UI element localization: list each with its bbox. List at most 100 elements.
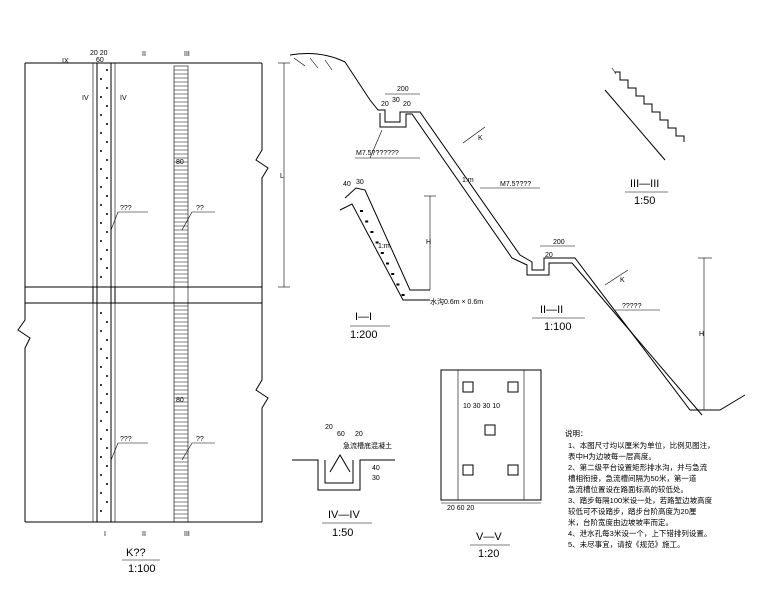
chute-dot: [100, 348, 102, 350]
sec1-title: I—I: [355, 311, 372, 323]
chute-dot: [106, 375, 108, 377]
chute-dot: [106, 105, 108, 107]
sec1-water: 水沟0.6m × 0.6m: [430, 297, 483, 306]
chute-dot: [106, 429, 108, 431]
sec4-dim-30: 30: [372, 475, 380, 482]
weep-hole: [375, 241, 379, 244]
chute-dot: [100, 438, 102, 440]
note-line-7: 较低可不设踏步，踏步台阶高度为20厘: [568, 506, 697, 516]
weep-hole: [380, 252, 384, 254]
plan-sec-ii-bottom: II: [142, 531, 146, 538]
plan-dim-top: 20 20: [90, 50, 108, 57]
chute-dot: [106, 267, 108, 269]
plan-dim-top2: 60: [96, 57, 104, 64]
plan-sec-iv-right: IV: [120, 95, 127, 102]
weep-hole: [365, 220, 369, 223]
chute-dot: [100, 312, 102, 314]
weep-hole: [391, 273, 395, 275]
chute-dot: [106, 501, 108, 503]
plan-mark-ix: IX: [62, 58, 69, 65]
plan-scale: 1:100: [128, 563, 156, 575]
sec2-k-lower: K: [620, 277, 625, 284]
plan-sec-iii-bottom: III: [184, 531, 190, 538]
steps: [173, 65, 189, 523]
chute-dot: [100, 222, 102, 224]
plan-sec-ii-top: II: [142, 51, 146, 58]
chute-channel: [96, 62, 112, 523]
sec2-title: II—II: [540, 304, 563, 316]
sec1-slope: 1:m: [378, 243, 390, 250]
sec2-dim-20c: 20: [545, 252, 553, 259]
weep-hole: [396, 283, 400, 286]
sec2-dim-30: 30: [392, 97, 400, 104]
chute-dot: [100, 258, 102, 260]
sec2-label-right: ?????: [622, 303, 642, 310]
sec4-scale: 1:50: [332, 527, 353, 539]
plan-sec-iii-top: III: [184, 51, 190, 58]
chute-dot: [106, 159, 108, 161]
chute-dot: [106, 87, 108, 89]
sec2-dim-200b: 200: [553, 239, 565, 246]
chute-dot: [106, 141, 108, 143]
weep-hole: [386, 262, 389, 265]
note-line-6: 3、踏步每隔100米设一处，若路堑边坡高度: [568, 495, 713, 505]
chute-dot: [106, 339, 108, 341]
chute-dot: [100, 474, 102, 476]
chute-dot: [106, 321, 108, 323]
chute-dot: [106, 231, 108, 233]
weep-hole: [360, 210, 363, 212]
chute-dot: [100, 276, 102, 278]
sec2-dim-20a: 20: [381, 101, 389, 108]
sec4-dim-20b: 20: [355, 431, 363, 438]
sec2-dim-200a: 200: [397, 86, 409, 93]
sec2-label-mid: M7.5????: [500, 181, 531, 188]
notes-heading: 说明：: [565, 428, 588, 438]
sec4-dim-60: 60: [337, 431, 345, 438]
sec2-dim-20b: 20: [403, 101, 411, 108]
v-dims-top: 10 30 30 10: [463, 403, 500, 410]
section-iii-iii: III—III 1:50: [604, 67, 685, 207]
sec4-label: 急流槽底混凝土: [343, 441, 392, 450]
note-line-10: 5、未尽事宜，请按《规范》施工。: [568, 539, 685, 549]
chute-dot: [106, 69, 108, 71]
chute-dot: [106, 393, 108, 395]
chute-dots: [100, 69, 108, 512]
sec4-dim-40: 40: [372, 465, 380, 472]
sec5-title: V—V: [476, 531, 502, 543]
sec1-dim-30: 30: [356, 179, 364, 186]
chute-dot: [100, 240, 102, 242]
note-line-9: 4、泄水孔每3米设一个，上下错排列设置。: [568, 528, 711, 538]
note-line-5: 急流槽位置设在路面标高的较低处。: [568, 484, 688, 494]
chute-dot: [106, 447, 108, 449]
sec2-dim-H: H: [699, 331, 704, 338]
chute-dot: [100, 132, 102, 134]
weep-hole: [370, 231, 374, 233]
plan-dim-80a: 80: [176, 159, 184, 166]
sec4-title: IV—IV: [328, 509, 360, 521]
plan-sec-iv-left: IV: [82, 95, 89, 102]
plan-label-left: ???: [120, 205, 132, 212]
sec2-k-upper: K: [478, 135, 483, 142]
chute-dot: [100, 510, 102, 512]
weep-hole: [401, 294, 405, 296]
chute-dot: [106, 249, 108, 251]
sec3-title: III—III: [630, 178, 659, 190]
sec4-dim-20: 20: [325, 424, 333, 431]
chute-dot: [100, 114, 102, 116]
chute-dot: [100, 150, 102, 152]
chute-dot: [100, 78, 102, 80]
sec1-dim-H: H: [426, 239, 431, 246]
sec5-scale: 1:20: [478, 548, 499, 560]
chute-dot: [106, 123, 108, 125]
plan-view: L 20 20 60 IX II III IV IV I II III ??? …: [17, 50, 290, 575]
chute-dot: [106, 357, 108, 359]
sec2-label-top: M7.5???????: [356, 150, 399, 157]
plan-label-right: ??: [196, 205, 204, 212]
v-dims-bottom: 20 60 20: [447, 505, 474, 512]
plan-sec-i-bottom: I: [104, 531, 106, 538]
sec2-scale: 1:100: [544, 321, 572, 333]
chute-dot: [106, 177, 108, 179]
chute-dot: [100, 168, 102, 170]
chute-dot: [100, 384, 102, 386]
